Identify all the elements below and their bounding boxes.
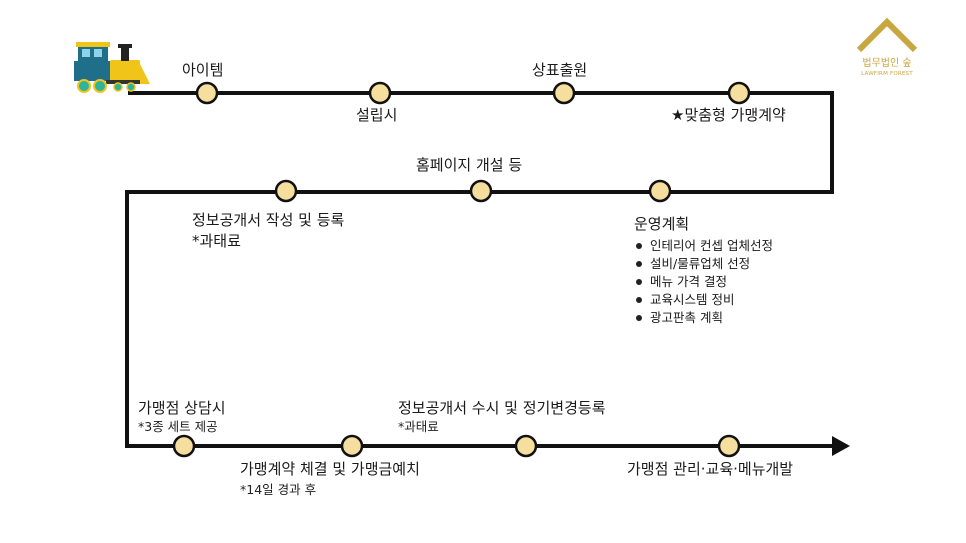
step-disclosure-update-note: *과태료 [398, 419, 439, 434]
node-management [717, 434, 741, 458]
step-trademark-label: 상표출원 [532, 61, 588, 79]
step-management-label: 가맹점 관리·교육·메뉴개발 [627, 460, 794, 478]
step-disclosure-note: *과태료 [192, 232, 241, 250]
step-contract-signing-label: 가맹계약 체결 및 가맹금예치 [240, 460, 420, 478]
step-contract-label: ★맞춤형 가맹계약 [671, 106, 786, 124]
node-contract [727, 81, 751, 105]
logo-subtitle: LAWFIRM FOREST [861, 71, 913, 77]
logo-name: 법무법인 숲 [862, 58, 912, 69]
list-item: 설비/물류업체 선정 [634, 255, 773, 273]
node-establish [368, 81, 392, 105]
list-item: 인테리어 컨셉 업체선정 [634, 237, 773, 255]
step-consultation-note: *3종 세트 제공 [138, 419, 218, 434]
step-disclosure-update-label: 정보공개서 수시 및 정기변경등록 [398, 399, 606, 417]
track-arrowhead [832, 436, 850, 456]
steam-train-icon [74, 42, 150, 93]
step-item-label: 아이템 [182, 61, 224, 79]
node-operation-plan [648, 179, 672, 203]
step-consultation-label: 가맹점 상담시 [138, 399, 226, 417]
step-operation-plan-label: 운영계획 [634, 215, 690, 233]
node-disclosure-update [514, 434, 538, 458]
node-trademark [552, 81, 576, 105]
operation-plan-list: 인테리어 컨셉 업체선정 설비/물류업체 선정 메뉴 가격 결정 교육시스템 정… [634, 237, 773, 327]
list-item: 교육시스템 정비 [634, 291, 773, 309]
step-disclosure-label: 정보공개서 작성 및 등록 [192, 211, 345, 229]
node-contract-signing [340, 434, 364, 458]
node-disclosure [274, 179, 298, 203]
node-consultation [172, 434, 196, 458]
node-homepage [469, 179, 493, 203]
list-item: 메뉴 가격 결정 [634, 273, 773, 291]
list-item: 광고판촉 계획 [634, 309, 773, 327]
step-nodes [172, 81, 751, 458]
step-homepage-label: 홈페이지 개설 등 [416, 156, 523, 174]
house-roof-icon [856, 17, 918, 53]
node-item [195, 81, 219, 105]
firm-logo: 법무법인 숲 LAWFIRM FOREST [852, 16, 922, 78]
step-establish-label: 설립시 [356, 106, 398, 124]
step-contract-signing-note: *14일 경과 후 [240, 482, 317, 497]
